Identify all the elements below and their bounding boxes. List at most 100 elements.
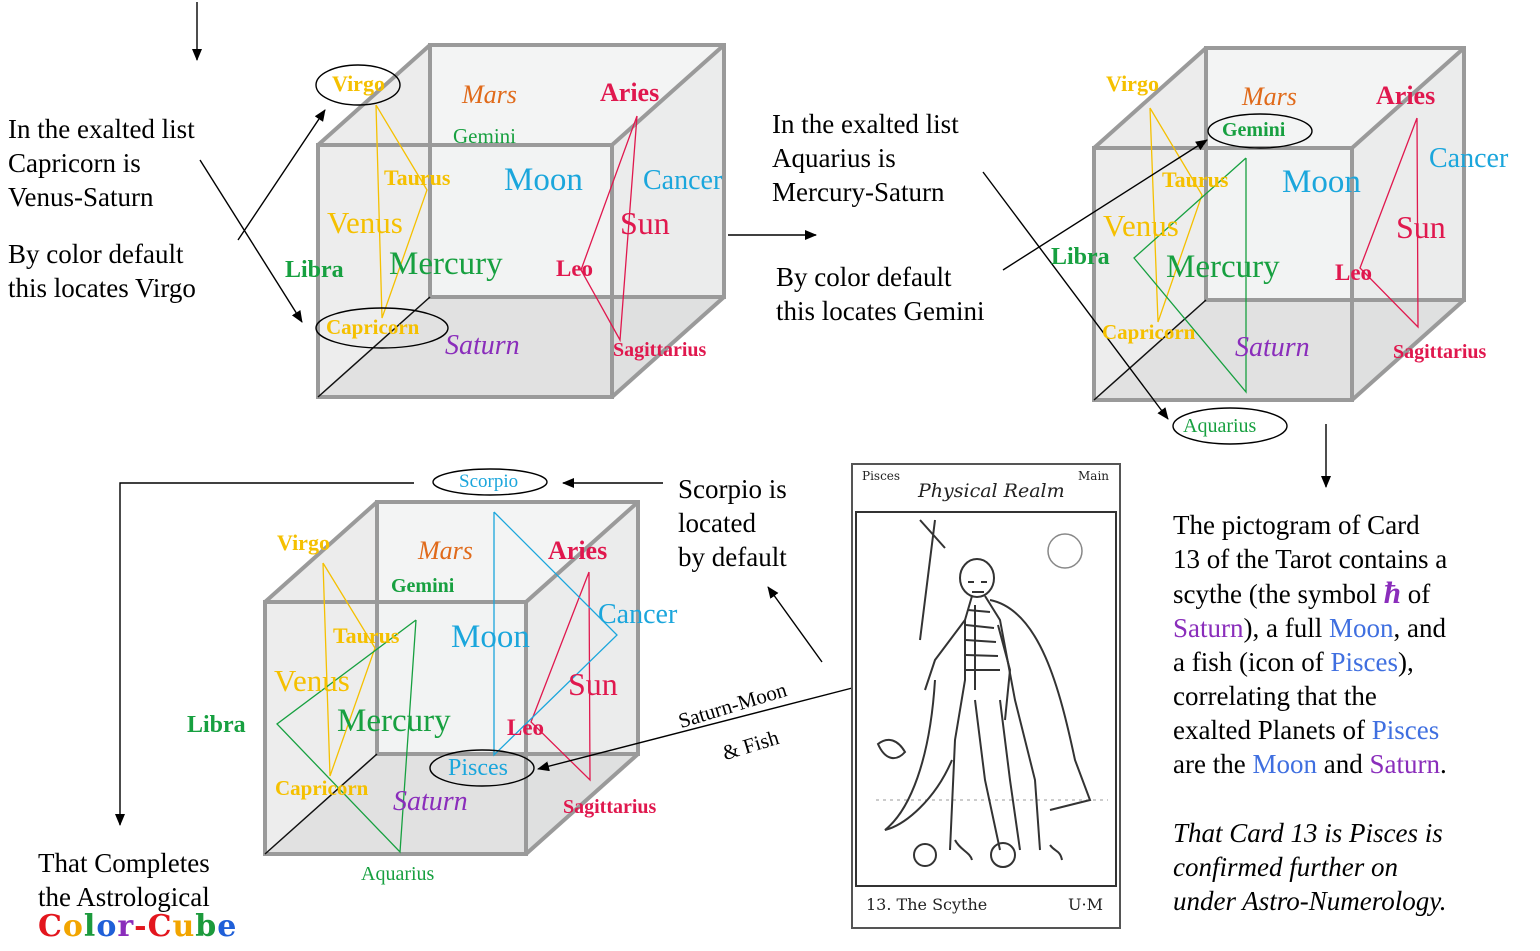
cube-2-label-gemini: Gemini	[1222, 119, 1286, 141]
cube-1-label-venus: Venus	[327, 205, 403, 240]
cube-1-label-mercury: Mercury	[389, 246, 503, 282]
cube-2-label-capricorn: Capricorn	[1102, 320, 1196, 344]
card-top-left: Pisces	[862, 469, 901, 483]
cube-1-label-capricorn: Capricorn	[326, 315, 420, 339]
note-left-exalted: In the exalted list Capricorn is Venus-S…	[8, 112, 195, 214]
cube-2-label-mars: Mars	[1242, 82, 1297, 111]
moon-word: Moon	[1328, 613, 1394, 643]
para-line: correlating that the	[1173, 681, 1377, 711]
color-cube-title: Color-Cube	[38, 912, 237, 942]
aquarius-oval-2	[1172, 407, 1288, 445]
cube-3-label-mercury: Mercury	[337, 703, 451, 739]
capricorn-oval-1	[315, 307, 449, 349]
cube-1-label-moon: Moon	[504, 162, 583, 198]
arrow-to-virgo	[237, 109, 326, 241]
cube-3-label-aries: Aries	[548, 536, 608, 565]
gemini-oval-2	[1207, 113, 1313, 149]
cube-3	[263, 468, 640, 856]
cube-3-water-triangle	[493, 511, 618, 757]
cube-3-fire-triangle	[530, 571, 591, 782]
cube-3-label-gemini: Gemini	[391, 575, 455, 597]
note-left-default: By color default this locates Virgo	[8, 237, 196, 305]
moon-word: Moon	[1252, 749, 1317, 779]
cube-1-label-cancer: Cancer	[643, 165, 723, 196]
cube-2-label-sun: Sun	[1396, 209, 1446, 245]
cube-2-left-face	[1094, 48, 1206, 400]
card-picture-frame	[855, 511, 1117, 887]
cube-3-label-aquarius: Aquarius	[361, 863, 435, 885]
para-line: under Astro-Numerology.	[1173, 886, 1447, 916]
arrow-to-capricorn	[199, 159, 303, 323]
cube-3-label-taurus: Taurus	[333, 623, 400, 648]
cube-1-label-leo: Leo	[556, 256, 594, 281]
saturn-word: Saturn	[1369, 749, 1440, 779]
para-span: ),	[1397, 647, 1414, 677]
para-line: The pictogram of Card	[1173, 510, 1420, 540]
color-cube-letter: r	[117, 909, 135, 944]
skeleton-drawing	[876, 519, 1092, 868]
note-line: Scorpio is	[678, 474, 787, 504]
para-span: a fish (icon of	[1173, 647, 1331, 677]
note-line: Aquarius is	[772, 143, 896, 173]
card-bottom-left: 13. The Scythe	[866, 895, 988, 914]
cube-1-label-taurus: Taurus	[384, 165, 451, 190]
para-line: That Card 13 is Pisces is	[1173, 818, 1443, 848]
note-completion: That Completes the Astrological	[38, 846, 210, 914]
cube-3-inner-edge	[264, 753, 378, 855]
cube-1-label-libra: Libra	[285, 257, 344, 283]
note-line: Capricorn is	[8, 148, 141, 178]
note-line: In the exalted list	[772, 109, 959, 139]
cube-2-earth-triangle	[1149, 107, 1203, 323]
cube-1-label-aries: Aries	[600, 78, 660, 107]
connector-lines	[115, 2, 1331, 826]
color-cube-letter: o	[62, 909, 84, 944]
cube-3-front-face	[265, 602, 526, 854]
color-cube-letter: o	[96, 909, 118, 944]
para-span: and	[1316, 749, 1370, 779]
pisces-word: Pisces	[1371, 715, 1440, 745]
cube-3-earth-triangle	[322, 562, 376, 777]
cube-3-edges	[263, 500, 640, 856]
cube-3-label-sagittarius: Sagittarius	[563, 796, 657, 818]
para-line: are the Moon and Saturn.	[1173, 747, 1447, 781]
para-span: of	[1400, 579, 1431, 609]
cube-3-label-virgo: Virgo	[277, 530, 330, 555]
cube-3-label-saturn: Saturn	[393, 786, 468, 817]
card-bottom-right: U·M	[1068, 895, 1103, 914]
card-top-right: Main	[1078, 469, 1110, 483]
cube-3-label-pisces: Pisces	[448, 755, 508, 781]
cube-2-label-mercury: Mercury	[1166, 249, 1280, 285]
note-line: Venus-Saturn	[8, 182, 154, 212]
note-mid-exalted: In the exalted list Aquarius is Mercury-…	[772, 107, 959, 209]
note-line: located	[678, 508, 756, 538]
color-cube-letter: -	[134, 909, 148, 944]
para-span: ), a full	[1243, 613, 1329, 643]
cube-2-label-saturn: Saturn	[1235, 332, 1310, 363]
cube-2-label-venus: Venus	[1103, 208, 1179, 243]
cube-2-label-leo: Leo	[1335, 260, 1373, 285]
saturn-word: Saturn	[1173, 613, 1244, 643]
cube-1-label-virgo: Virgo	[332, 71, 385, 96]
arrow-to-aquarius	[982, 171, 1169, 420]
arrow-to-gemini	[1002, 139, 1208, 271]
cube-1-label-gemini: Gemini	[453, 124, 516, 148]
note-line: By color default	[8, 239, 184, 269]
cube-2-edges	[1092, 46, 1466, 402]
cube-2-label-taurus: Taurus	[1162, 167, 1229, 192]
cube-3-label-moon: Moon	[451, 619, 530, 655]
tarot-card	[851, 463, 1121, 929]
arrow-to-completion	[115, 482, 414, 826]
virgo-oval-1	[315, 64, 401, 106]
color-cube-letter: e	[217, 909, 238, 944]
full-moon-drawing	[1047, 533, 1083, 569]
saturn-symbol: ħ	[1383, 575, 1401, 610]
cube-1-label-sagittarius: Sagittarius	[613, 339, 707, 361]
cube-2-label-sagittarius: Sagittarius	[1393, 341, 1487, 363]
para-span: scythe (the symbol	[1173, 579, 1384, 609]
right-italic-note: That Card 13 is Pisces is confirmed furt…	[1173, 816, 1447, 918]
note-scorpio: Scorpio is located by default	[678, 472, 787, 574]
cube-2-right-face	[1352, 48, 1464, 400]
cube-3-right-face	[526, 502, 638, 854]
